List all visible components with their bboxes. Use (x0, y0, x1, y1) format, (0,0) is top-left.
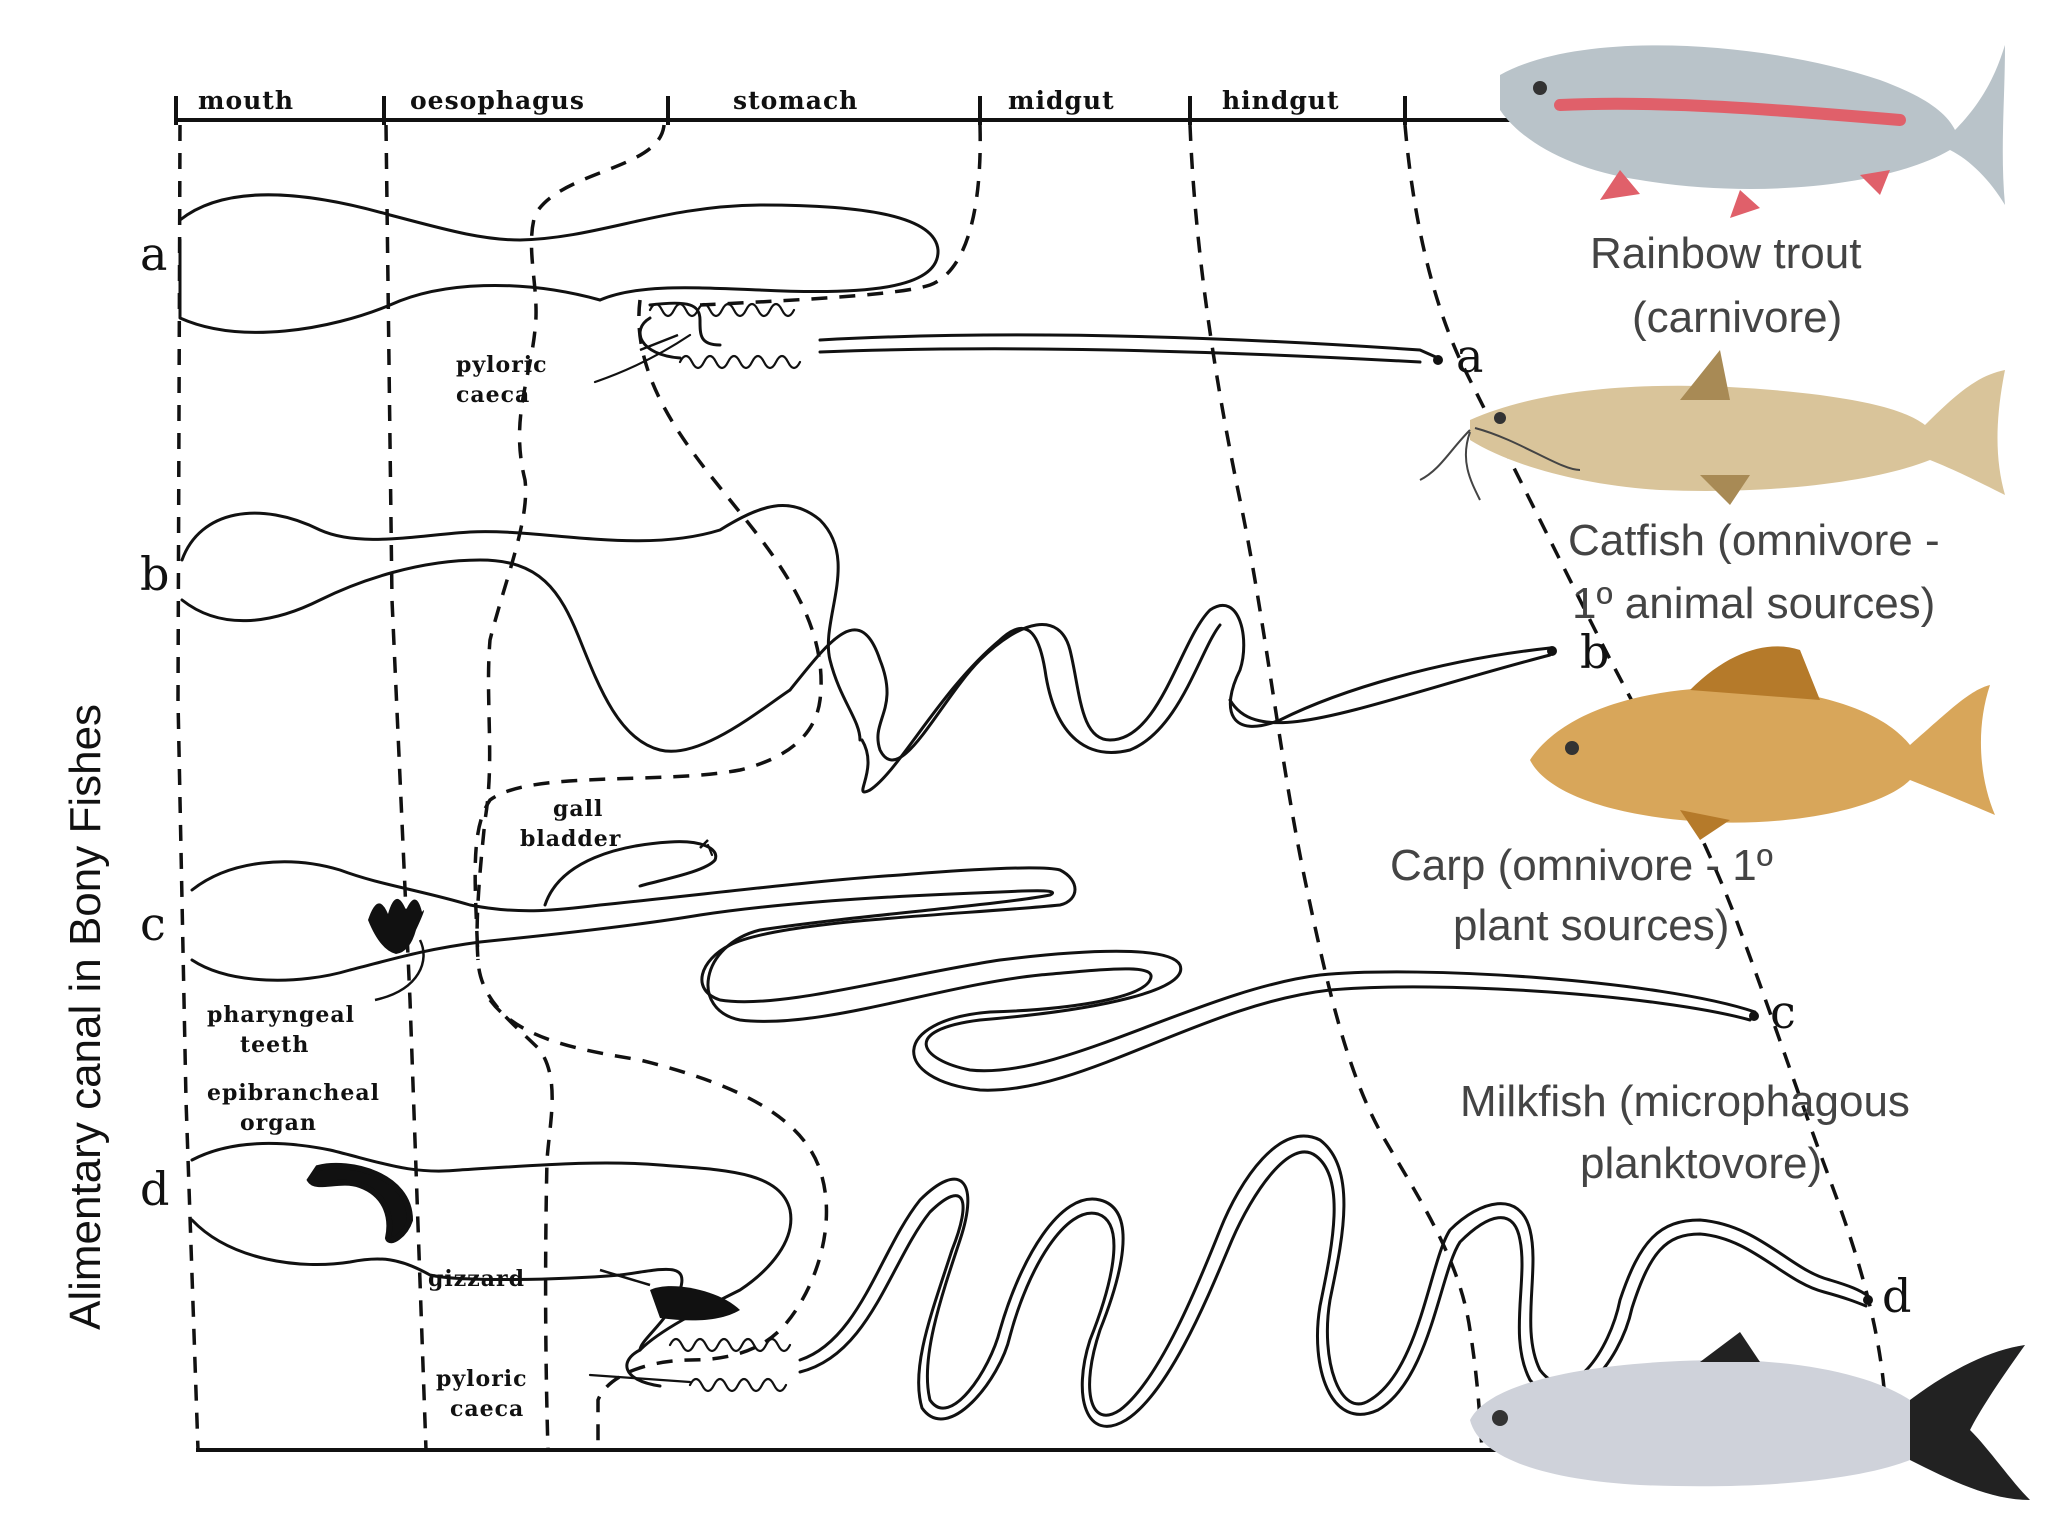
end-letter-b: b (1580, 625, 1609, 679)
row-letter-a: a (140, 227, 167, 281)
pharyngeal-teeth-shape (368, 898, 424, 954)
caption-catfish-2: 1º animal sources) (1572, 579, 1935, 628)
fish-carp (1530, 646, 1995, 840)
svg-text:pyloric: pyloric (456, 352, 548, 378)
boundary-stomach-a (475, 124, 666, 1451)
row-letter-b: b (140, 547, 169, 601)
boundary-oesophagus (384, 124, 428, 1451)
caption-catfish-1: Catfish (omnivore - (1568, 516, 1940, 565)
svg-text:gall: gall (553, 796, 603, 822)
segment-label-mouth: mouth (198, 86, 294, 115)
fish-milkfish (1470, 1332, 2030, 1500)
svg-text:pyloric: pyloric (436, 1366, 528, 1392)
boundary-hindgut (1188, 124, 1484, 1451)
gut-d (190, 1134, 1873, 1428)
annotation-gizzard: gizzard (428, 1266, 525, 1292)
segment-ticks (174, 96, 1407, 125)
segment-label-stomach: stomach (733, 86, 858, 115)
gut-a (178, 193, 1443, 384)
end-letter-a: a (1456, 329, 1483, 383)
svg-text:teeth: teeth (240, 1032, 309, 1058)
caption-carp-2: plant sources) (1453, 901, 1729, 950)
row-letter-c: c (140, 897, 166, 951)
gut-b (180, 504, 1557, 794)
milkfish-coiled-intestine (798, 1134, 1870, 1417)
end-letter-c: c (1770, 985, 1796, 1039)
boundary-mouth (176, 124, 200, 1451)
segment-label-oesophagus: oesophagus (410, 86, 585, 115)
annotation-pharyngeal-teeth: pharyngeal teeth (207, 1002, 355, 1058)
caption-carp-1: Carp (omnivore - 1º (1390, 841, 1773, 890)
caption-milkfish-2: planktovore) (1580, 1139, 1822, 1188)
fish-rainbow-trout (1500, 45, 2005, 218)
svg-text:organ: organ (240, 1110, 317, 1136)
side-title: Alimentary canal in Bony Fishes (61, 704, 110, 1330)
end-letter-d: d (1882, 1269, 1911, 1323)
row-letter-d: d (140, 1162, 169, 1216)
segment-label-hindgut: hindgut (1222, 86, 1340, 115)
svg-text:pharyngeal: pharyngeal (207, 1002, 355, 1028)
segment-label-midgut: midgut (1008, 86, 1115, 115)
annotation-epibrancheal-organ: epibrancheal organ (207, 1080, 380, 1136)
svg-text:caeca: caeca (450, 1396, 524, 1422)
caption-milkfish-1: Milkfish (microphagous (1460, 1077, 1910, 1126)
caption-rainbow-trout-1: Rainbow trout (1590, 229, 1861, 278)
svg-text:epibrancheal: epibrancheal (207, 1080, 380, 1106)
svg-text:caeca: caeca (456, 382, 530, 408)
boundary-stomach-c (488, 998, 829, 1450)
caption-rainbow-trout-2: (carnivore) (1632, 293, 1842, 342)
svg-text:bladder: bladder (520, 826, 621, 852)
annotation-pyloric-caeca-d: pyloric caeca (436, 1366, 528, 1422)
fish-catfish (1419, 350, 2005, 505)
annotation-pyloric-caeca-a: pyloric caeca (456, 352, 548, 408)
boundary-midgut (699, 124, 982, 307)
boundary-stomach-b (473, 299, 823, 961)
annotation-gall-bladder: gall bladder (520, 796, 621, 852)
annotation-pointers (374, 333, 709, 1287)
gut-c (190, 840, 1759, 1092)
